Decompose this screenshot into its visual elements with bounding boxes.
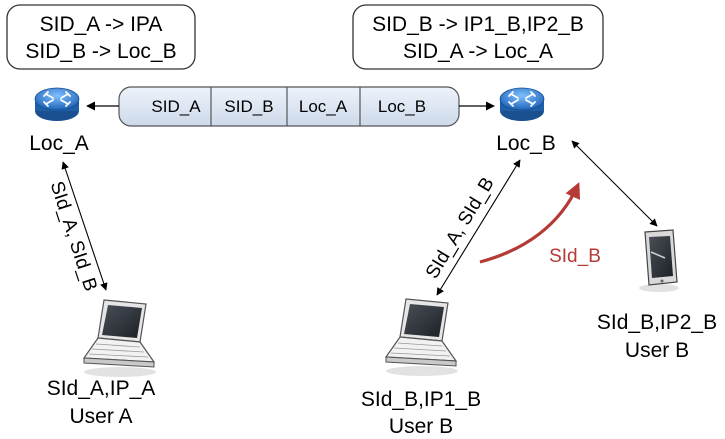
- device-a-line-2: User A: [69, 405, 132, 428]
- link-loc-a-user-a: [61, 161, 108, 291]
- tablet-icon: [639, 229, 679, 292]
- device-b2-line-2: User B: [625, 339, 689, 362]
- link-loc-b-user-b1: [436, 159, 521, 296]
- mapping-b-line-2: SID_A -> Loc_A: [403, 40, 553, 63]
- laptop-icon: [82, 299, 156, 377]
- device-b1-line-1: SId_B,IP1_B: [361, 388, 481, 411]
- edge-label-loc-a-user-a: SId_A, SId_B: [46, 179, 101, 294]
- device-b2-line-1: SId_B,IP2_B: [597, 311, 717, 334]
- header-segment-loc-b: Loc_B: [378, 97, 426, 116]
- router-b-label: Loc_B: [496, 132, 556, 155]
- header-segment-loc-a: Loc_A: [299, 97, 348, 116]
- mapping-table-loc-b: SID_B -> IP1_B,IP2_B SID_A -> Loc_A: [352, 4, 604, 70]
- router-icon: [34, 87, 80, 121]
- router-icon: [499, 87, 545, 121]
- device-a-line-1: SId_A,IP_A: [47, 377, 156, 400]
- packet-header: SID_A SID_B Loc_A Loc_B: [118, 86, 460, 127]
- mapping-table-loc-a: SID_A -> IPA SID_B -> Loc_B: [6, 4, 196, 70]
- mapping-a-line-2: SID_B -> Loc_B: [25, 40, 176, 63]
- link-loc-b-user-b2: [571, 140, 658, 227]
- header-segment-sid-a: SID_A: [151, 97, 201, 116]
- edge-label-loc-b-user-b1: SId_A, SId_B: [422, 174, 499, 283]
- mapping-a-line-1: SID_A -> IPA: [40, 13, 163, 36]
- handover-arrow: [479, 182, 581, 264]
- router-a-label: Loc_A: [29, 132, 89, 155]
- handover-label: SId_B: [549, 246, 601, 267]
- header-segment-sid-b: SID_B: [224, 97, 273, 116]
- device-b1-line-2: User B: [389, 415, 453, 438]
- mapping-b-line-1: SID_B -> IP1_B,IP2_B: [372, 13, 584, 36]
- laptop-icon: [384, 298, 458, 376]
